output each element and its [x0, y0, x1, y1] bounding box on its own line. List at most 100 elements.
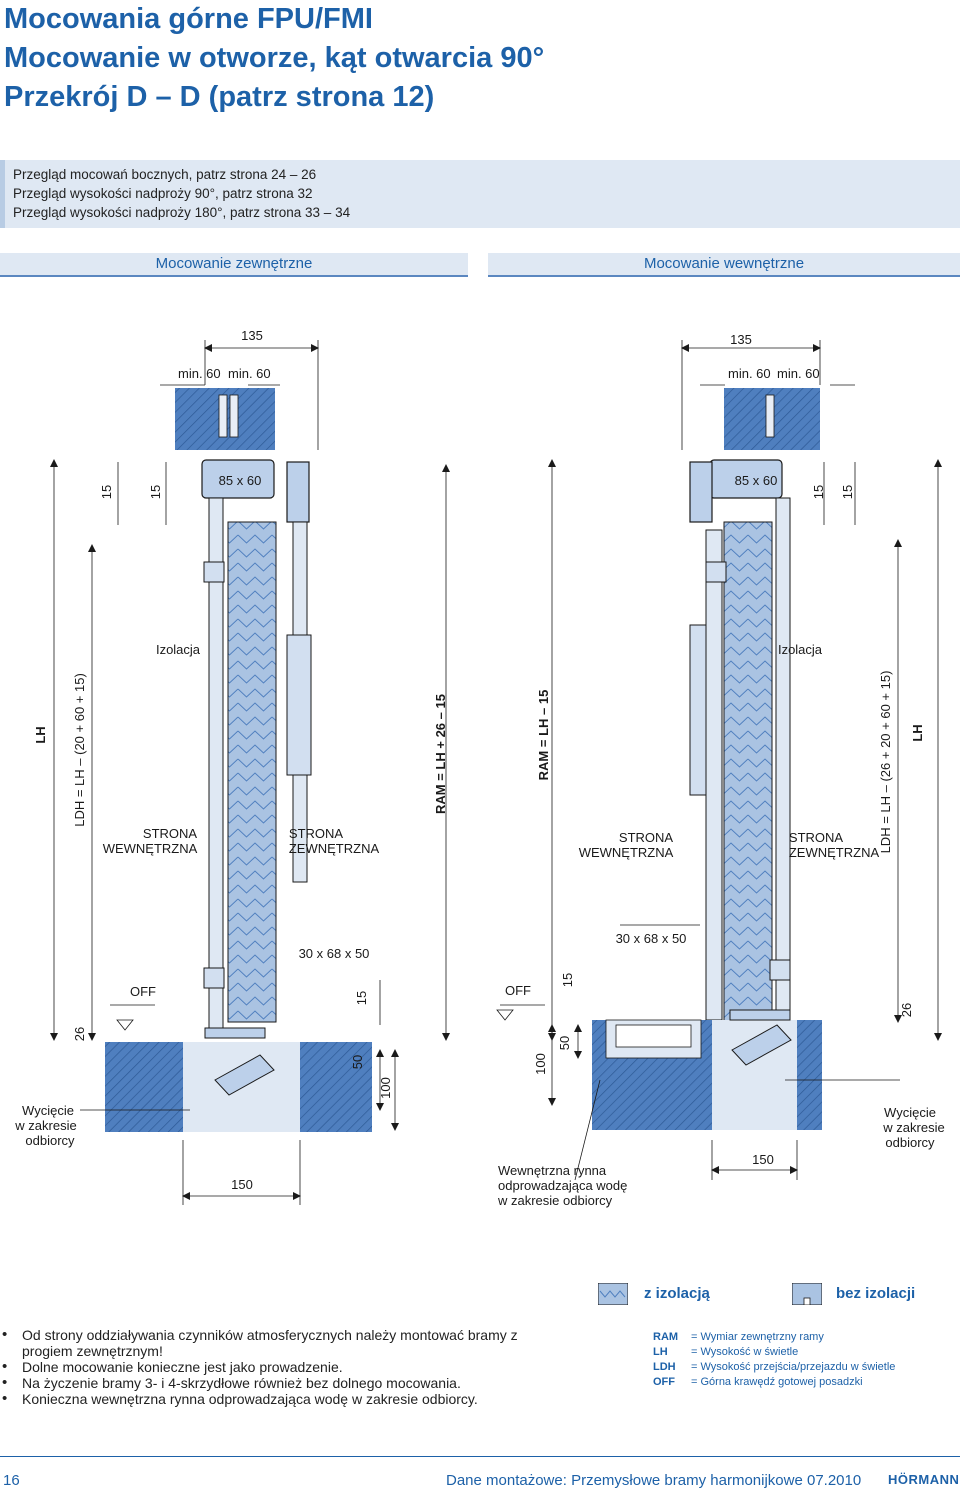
left-profile-label: 85 x 60 — [219, 473, 262, 488]
legend-with-insulation-label: z izolacją — [644, 1285, 710, 1302]
page-title: Mocowania górne FPU/FMI Mocowanie w otwo… — [4, 0, 544, 117]
info-line-lintel-180: Przegląd wysokości nadproży 180°, patrz … — [13, 205, 351, 220]
left-anchor-1 — [218, 394, 228, 438]
tab-internal-mounting: Mocowanie wewnętrzne — [488, 253, 960, 277]
info-box: Przegląd mocowań bocznych, patrz strona … — [0, 160, 960, 228]
legend-without-insulation-label: bez izolacji — [836, 1285, 916, 1302]
info-accent-bar — [0, 160, 5, 228]
right-hanger — [689, 461, 713, 523]
info-line-lintel-90: Przegląd wysokości nadproży 90°, patrz s… — [13, 186, 313, 201]
left-clamp-bottom — [203, 967, 225, 989]
right-bottom-rail — [729, 1009, 791, 1021]
title-line-1: Mocowania górne FPU/FMI — [4, 3, 373, 35]
right-dim-26: 26 — [899, 1003, 914, 1017]
right-ldh-label: LDH = LH – (26 + 20 + 60 + 15) — [878, 671, 893, 854]
left-strona-z-1: STRONA — [289, 826, 344, 841]
right-anchor — [765, 394, 775, 438]
left-clamp-top — [203, 561, 225, 583]
left-diagram — [50, 340, 450, 1205]
right-floor-anchor — [731, 1024, 792, 1066]
right-dim-100: 100 — [533, 1053, 548, 1075]
left-rail-label: 30 x 68 x 50 — [299, 946, 370, 961]
left-dim-15b: 15 — [148, 485, 163, 499]
left-ldh-label: LDH = LH – (20 + 60 + 15) — [72, 673, 87, 827]
right-gutter-2: odprowadzająca wodę — [498, 1178, 627, 1193]
right-strona-w-1: STRONA — [619, 830, 674, 845]
left-hanger — [286, 461, 310, 523]
right-diagram — [496, 340, 942, 1181]
right-off-label: OFF — [505, 983, 531, 998]
abbreviation-value: = Wysokość w świetle — [691, 1346, 799, 1358]
left-wyciecie-1: Wycięcie — [22, 1103, 74, 1118]
right-min-b: min. 60 — [777, 366, 820, 381]
document-title: Dane montażowe: Przemysłowe bramy harmon… — [446, 1472, 862, 1489]
notes-list: Od strony oddziaływania czynników atmosf… — [0, 1327, 560, 1407]
left-floor-b — [300, 1042, 372, 1132]
right-profile-label: 85 x 60 — [735, 473, 778, 488]
left-strona-w-1: STRONA — [143, 826, 198, 841]
right-strona-w-2: WEWNĘTRZNA — [579, 845, 674, 860]
abbreviation-value: = Wysokość przejścia/przejazdu w świetle — [691, 1361, 896, 1373]
right-dim-15a: 15 — [811, 485, 826, 499]
left-hinge-block — [286, 634, 312, 776]
left-dim-100: 100 — [378, 1077, 393, 1099]
abbreviation-row: LDH = Wysokość przejścia/przejazdu w świe… — [653, 1360, 895, 1375]
right-frame-strip — [775, 497, 791, 1024]
left-strona-w-2: WEWNĘTRZNA — [103, 841, 198, 856]
right-clamp-top — [705, 561, 727, 583]
right-door-panel — [723, 521, 773, 1023]
abbreviation-row: LH = Wysokość w świetle — [653, 1345, 895, 1360]
abbreviation-key: LH — [653, 1346, 668, 1358]
left-bottom-rail — [204, 1027, 266, 1039]
left-dim-15c: 15 — [354, 991, 369, 1005]
left-min-b: min. 60 — [228, 366, 271, 381]
right-hinge-rod — [705, 529, 723, 1021]
left-anchor-2 — [229, 394, 239, 438]
legend-with-insulation-icon — [598, 1283, 628, 1305]
right-gutter-channel — [615, 1024, 692, 1048]
section-drawing: 135 min. 60 min. 60 15 15 85 x 60 Izolac… — [14, 328, 944, 1208]
abbreviation-value: = Górna krawędź gotowej posadzki — [691, 1376, 863, 1388]
right-strona-z-2: ZEWNĘTRZNA — [789, 845, 880, 860]
left-track-profile — [201, 459, 275, 499]
left-lh-label: LH — [33, 726, 48, 743]
left-wyciecie-3: odbiorcy — [25, 1133, 75, 1148]
footer-divider — [0, 1456, 960, 1457]
abbreviation-key: RAM — [653, 1331, 679, 1343]
left-floor-a — [105, 1042, 183, 1132]
left-door-panel — [227, 521, 277, 1023]
left-ram-label: RAM = LH + 26 – 15 — [433, 694, 448, 814]
right-dim-15b: 15 — [840, 485, 855, 499]
left-izolacja-label: Izolacja — [156, 642, 201, 657]
abbreviation-key: OFF — [653, 1376, 675, 1388]
right-dim-135: 135 — [730, 332, 752, 347]
right-dim-15c: 15 — [560, 973, 575, 987]
title-line-3: Przekrój D – D (patrz strona 12) — [4, 81, 435, 113]
brand-logo: HÖRMANN — [888, 1472, 960, 1487]
right-ram-label: RAM = LH – 15 — [536, 690, 551, 781]
right-rail-label: 30 x 68 x 50 — [616, 931, 687, 946]
right-gutter-1: Wewnętrzna rynna — [498, 1163, 607, 1178]
note-item: Od strony oddziaływania czynników atmosf… — [0, 1327, 560, 1359]
note-item: Konieczna wewnętrzna rynna odprowadzając… — [0, 1391, 560, 1407]
abbreviations-list: RAM= Wymiar zewnętrzny ramy LH= Wysokość… — [653, 1330, 895, 1390]
left-dim-50: 50 — [350, 1055, 365, 1069]
right-wyciecie-3: odbiorcy — [885, 1135, 935, 1150]
left-dim-150: 150 — [231, 1177, 253, 1192]
note-item: Dolne mocowanie konieczne jest jako prow… — [0, 1359, 560, 1375]
right-clamp-bottom — [769, 959, 791, 981]
abbreviation-key: LDH — [653, 1361, 676, 1373]
page-number: 16 — [3, 1472, 20, 1489]
right-dim-50: 50 — [557, 1036, 572, 1050]
left-strona-z-2: ZEWNĘTRZNA — [289, 841, 380, 856]
right-wyciecie-2: w zakresie — [882, 1120, 944, 1135]
title-line-2: Mocowanie w otworze, kąt otwarcia 90° — [4, 42, 545, 74]
left-off-marker — [116, 1019, 134, 1031]
info-line-side-mounts: Przegląd mocowań bocznych, patrz strona … — [13, 167, 317, 182]
left-wyciecie-2: w zakresie — [14, 1118, 76, 1133]
right-off-marker — [496, 1009, 514, 1021]
right-wyciecie-1: Wycięcie — [884, 1105, 936, 1120]
right-lh-label: LH — [910, 724, 925, 741]
tab-external-mounting: Mocowanie zewnętrzne — [0, 253, 468, 277]
right-dim-150: 150 — [752, 1152, 774, 1167]
